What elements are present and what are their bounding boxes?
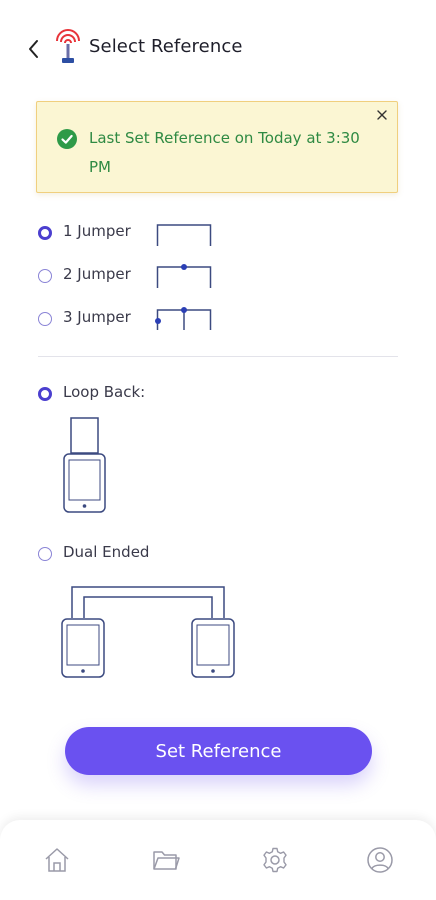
jumper-1-diagram	[156, 224, 212, 246]
radio-1-jumper[interactable]	[38, 226, 52, 240]
section-divider	[38, 356, 398, 357]
bottom-nav	[0, 820, 436, 900]
radio-2-jumper[interactable]	[38, 269, 52, 283]
check-circle-icon	[57, 129, 77, 149]
jumper-2-diagram	[156, 264, 212, 288]
loop-back-label: Loop Back:	[63, 383, 146, 401]
last-reference-alert: Last Set Reference on Today at 3:30 PM	[36, 101, 398, 193]
jumper-3-label: 3 Jumper	[63, 308, 131, 326]
alert-message: Last Set Reference on Today at 3:30 PM	[89, 129, 360, 176]
radio-dual-ended[interactable]	[38, 547, 52, 561]
close-icon[interactable]	[375, 108, 389, 122]
loop-back-diagram	[63, 417, 106, 513]
antenna-tower-icon	[56, 29, 80, 63]
dual-ended-label: Dual Ended	[63, 543, 150, 561]
dual-ended-diagram	[61, 586, 235, 678]
folder-icon[interactable]	[152, 846, 180, 874]
radio-3-jumper[interactable]	[38, 312, 52, 326]
jumper-3-diagram	[155, 307, 212, 330]
app-header: Select Reference	[0, 0, 436, 95]
home-icon[interactable]	[43, 846, 71, 874]
radio-loop-back[interactable]	[38, 387, 52, 401]
jumper-1-label: 1 Jumper	[63, 222, 131, 240]
gear-icon[interactable]	[261, 846, 289, 874]
page-title: Select Reference	[89, 36, 243, 57]
user-icon[interactable]	[366, 846, 394, 874]
set-reference-button[interactable]: Set Reference	[65, 727, 372, 775]
chevron-left-icon[interactable]	[22, 34, 44, 64]
jumper-2-label: 2 Jumper	[63, 265, 131, 283]
